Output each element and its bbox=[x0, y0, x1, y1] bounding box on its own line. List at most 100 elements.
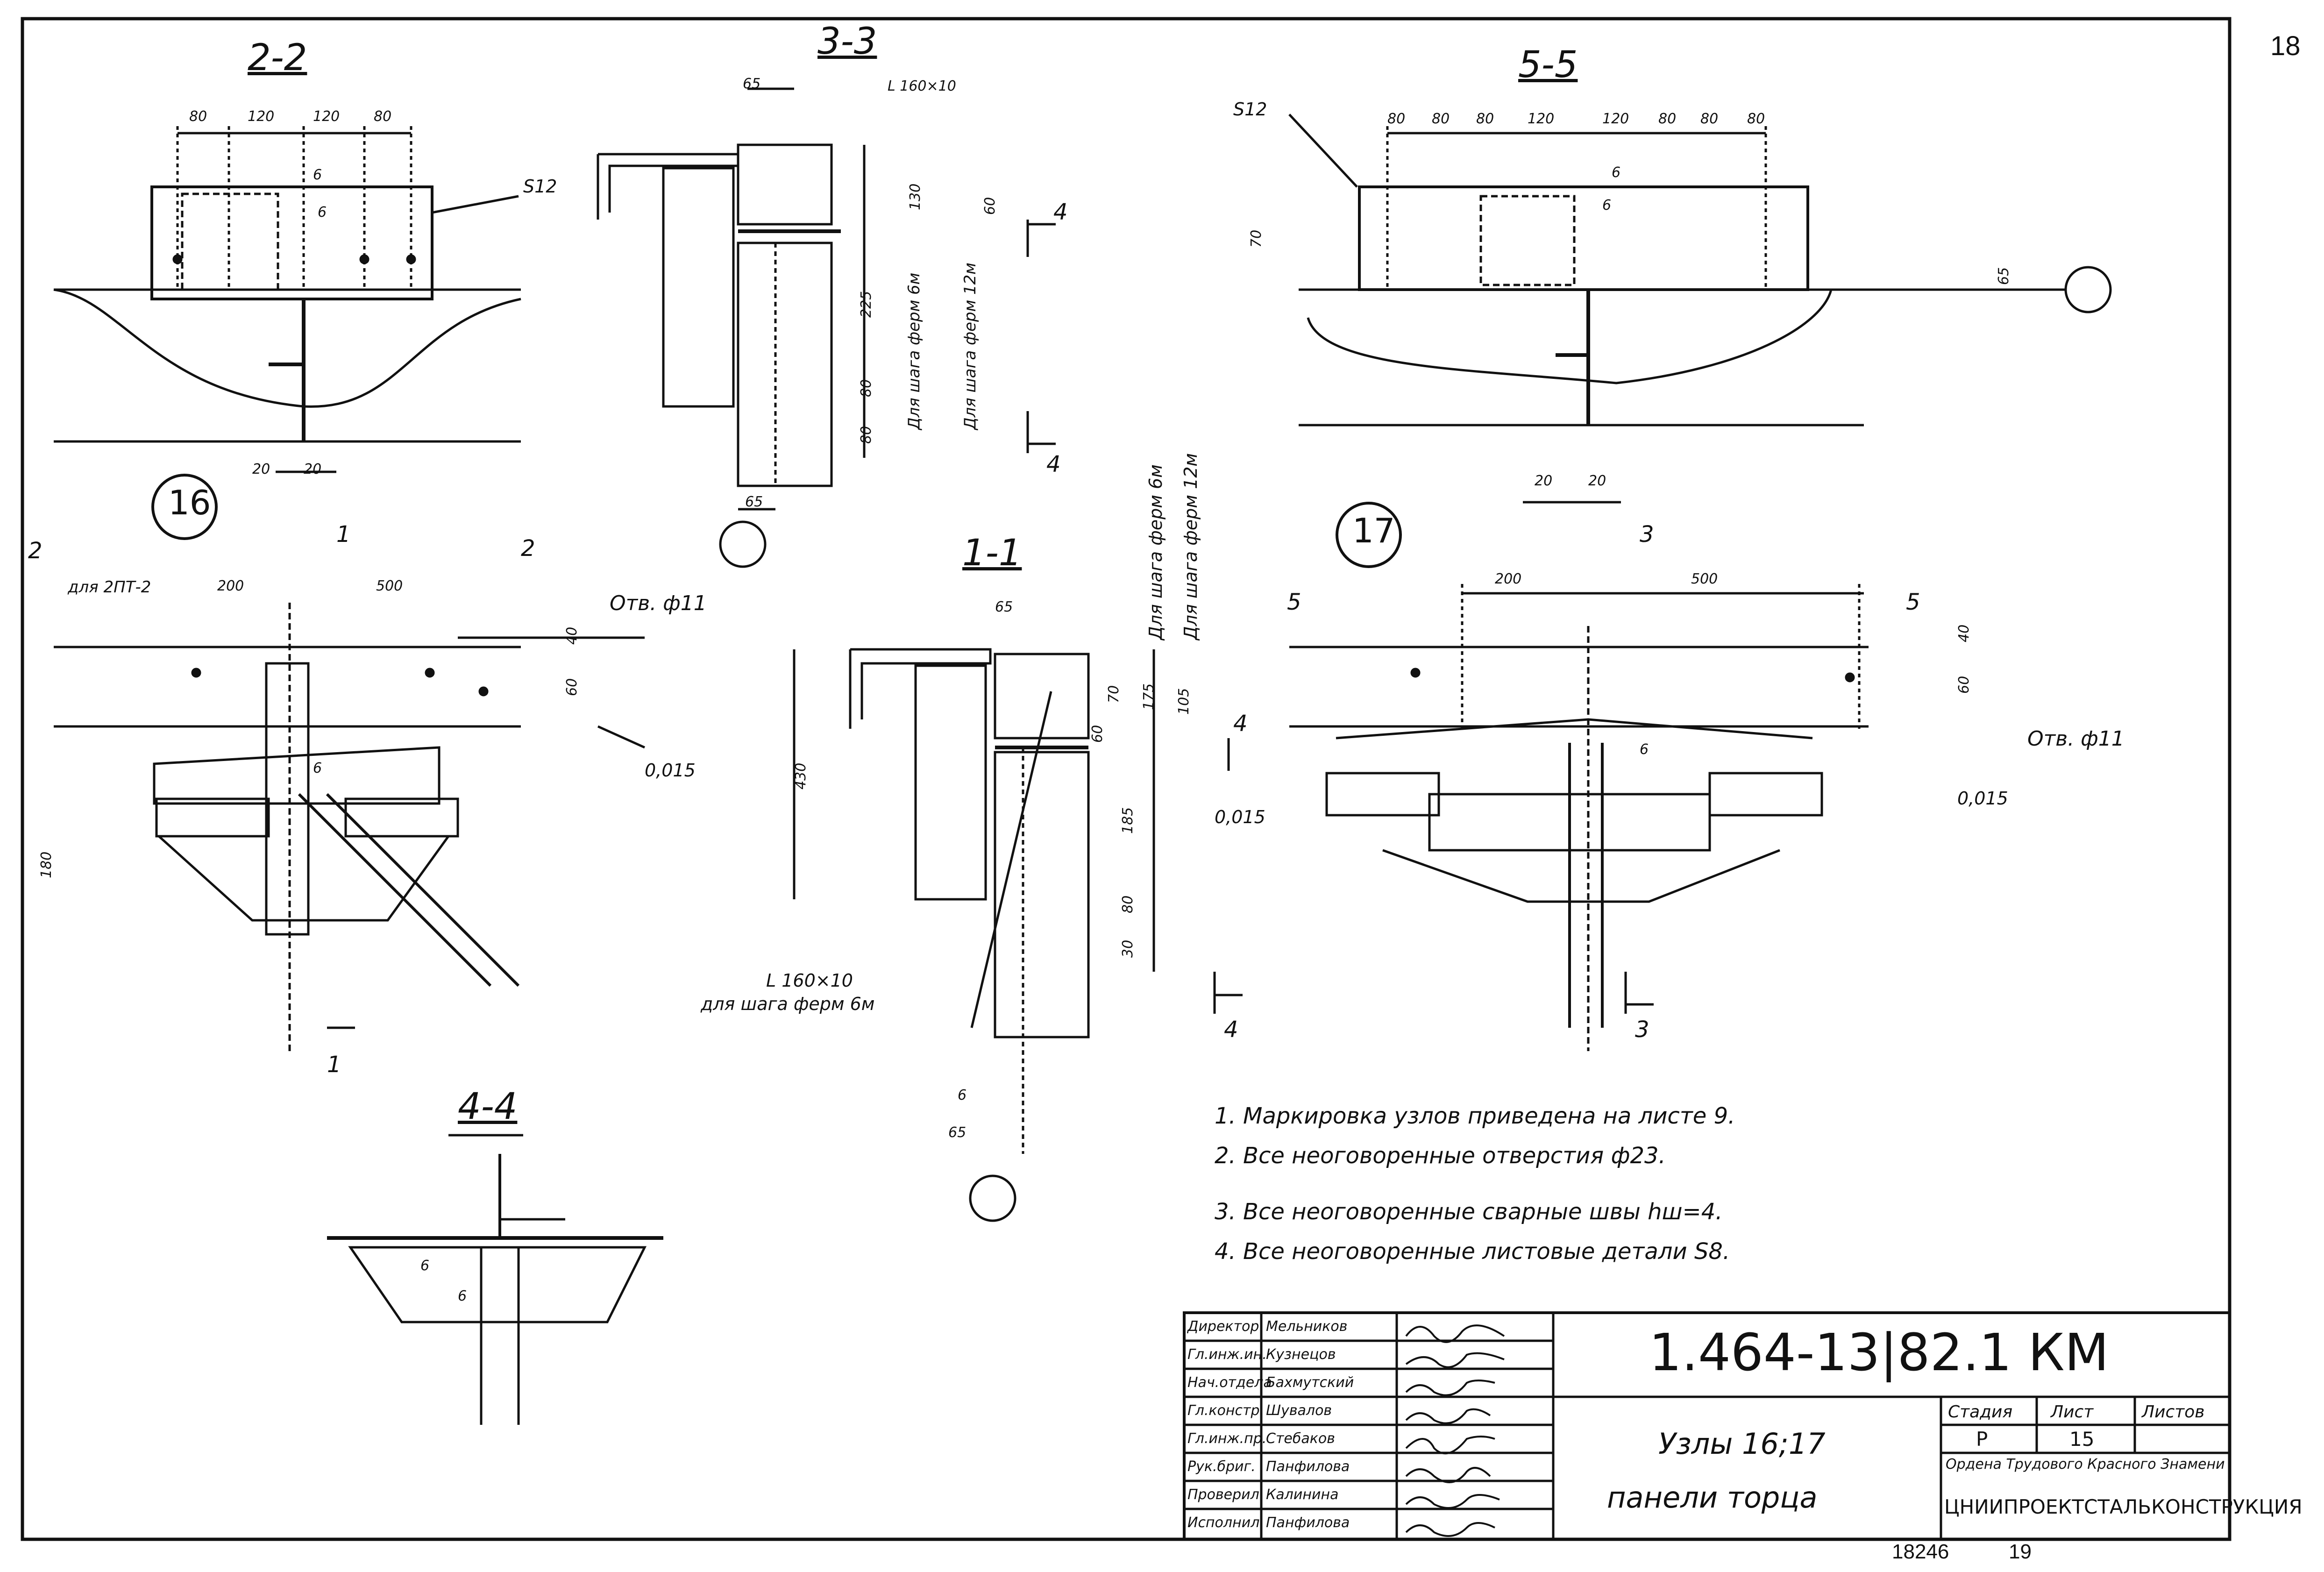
dim-label: 30 bbox=[1120, 939, 1136, 958]
dim-label: 80 bbox=[858, 426, 874, 444]
cut-mark-5: 5 bbox=[1906, 589, 1920, 615]
cut-mark-4: 4 bbox=[1046, 451, 1061, 477]
dim-label: 60 bbox=[1956, 676, 1972, 694]
staff-name: Шувалов bbox=[1266, 1402, 1332, 1419]
dim-label: 70 bbox=[1106, 685, 1122, 703]
truss-step-note: Для шага ферм 12м bbox=[1180, 453, 1201, 640]
cut-mark-3: 3 bbox=[1640, 521, 1654, 548]
staff-name: Кузнецов bbox=[1266, 1346, 1336, 1363]
staff-role: Проверил bbox=[1187, 1487, 1259, 1503]
dim-label: 20 bbox=[252, 461, 270, 477]
general-note: 1. Маркировка узлов приведена на листе 9… bbox=[1215, 1103, 1735, 1129]
footer-page-number: 19 bbox=[2009, 1540, 2032, 1563]
staff-role: Гл.констр. bbox=[1187, 1402, 1265, 1419]
dim-label: 180 bbox=[38, 851, 55, 878]
dim-label: 80 bbox=[1747, 111, 1765, 127]
dim-label: 20 bbox=[1588, 473, 1606, 489]
dim-label: 120 bbox=[248, 108, 275, 125]
plate-label: S12 bbox=[1233, 99, 1267, 120]
slope-label: 0,015 bbox=[645, 760, 696, 781]
dim-label: 60 bbox=[564, 678, 580, 696]
dim-label: 65 bbox=[1996, 267, 2012, 285]
dim-label: 200 bbox=[217, 578, 244, 594]
section-1-1-drawing bbox=[793, 648, 1230, 1222]
dim-label: 500 bbox=[1691, 571, 1718, 587]
dim-label: 70 bbox=[1248, 229, 1265, 248]
stage-header: Стадия bbox=[1948, 1402, 2013, 1422]
hole-label: Отв. ф11 bbox=[2027, 727, 2125, 751]
title-block-frame bbox=[1183, 1311, 2231, 1541]
weld-label: 6 bbox=[1602, 197, 1612, 213]
sheets-header: Листов bbox=[2142, 1402, 2205, 1422]
dim-label: 80 bbox=[189, 108, 207, 125]
sheet-title-line-2: панели торца bbox=[1607, 1480, 1818, 1515]
node-17-drawing bbox=[1213, 502, 1869, 1051]
plate-label: S12 bbox=[523, 176, 557, 197]
dim-label: 225 bbox=[858, 291, 874, 318]
dim-label: 40 bbox=[1956, 624, 1972, 642]
dim-label: 120 bbox=[1528, 111, 1555, 127]
weld-label: 6 bbox=[313, 167, 322, 183]
stage-value: Р bbox=[1976, 1428, 1988, 1451]
weld-label: 6 bbox=[1640, 741, 1649, 758]
dim-label: 65 bbox=[743, 76, 761, 92]
cut-mark-5: 5 bbox=[1287, 589, 1301, 615]
weld-label: 6 bbox=[420, 1258, 430, 1274]
dim-label: 500 bbox=[376, 578, 403, 594]
staff-name: Калинина bbox=[1266, 1487, 1339, 1503]
node-16-label: 16 bbox=[168, 483, 211, 522]
staff-role: Гл.инж.ин. bbox=[1187, 1346, 1267, 1363]
dim-label: 105 bbox=[1176, 688, 1192, 715]
dim-label: 80 bbox=[1700, 111, 1719, 127]
hole-label: Отв. ф11 bbox=[610, 591, 707, 615]
truss-step-note: Для шага ферм 12м bbox=[961, 263, 980, 430]
section-4-4-drawing bbox=[327, 1134, 663, 1425]
slope-label: 0,015 bbox=[1957, 788, 2008, 809]
slope-label: 0,015 bbox=[1215, 807, 1265, 827]
general-note: 2. Все неоговоренные отверстия ф23. bbox=[1215, 1143, 1666, 1169]
truss-step-note: Для шага ферм 6м bbox=[905, 272, 924, 430]
node-16-drawing bbox=[54, 474, 646, 1051]
drawing-code: 1.464-13|82.1 КМ bbox=[1649, 1323, 2109, 1382]
section-3-3-title: 3-3 bbox=[817, 21, 877, 63]
staff-name: Панфилова bbox=[1266, 1515, 1350, 1531]
section-1-1-title: 1-1 bbox=[962, 532, 1022, 574]
archive-number: 18246 bbox=[1892, 1540, 1949, 1563]
cut-mark-4: 4 bbox=[1233, 711, 1248, 737]
dim-label: 80 bbox=[1387, 111, 1406, 127]
general-note: 4. Все неоговоренные листовые детали S8. bbox=[1215, 1238, 1730, 1265]
cut-mark-4: 4 bbox=[1224, 1017, 1238, 1043]
staff-role: Директор bbox=[1187, 1318, 1259, 1335]
dim-label: 65 bbox=[745, 494, 763, 510]
page-number: 18 bbox=[2270, 31, 2301, 61]
sheet-header: Лист bbox=[2051, 1402, 2094, 1422]
staff-name: Мельников bbox=[1266, 1318, 1348, 1335]
dim-label: 65 bbox=[995, 599, 1013, 615]
dim-label: 20 bbox=[1535, 473, 1553, 489]
dim-label: 120 bbox=[313, 108, 340, 125]
dim-label: 185 bbox=[1120, 807, 1136, 834]
cut-mark-1: 1 bbox=[327, 1052, 341, 1078]
dim-label: 40 bbox=[564, 626, 580, 645]
dim-label: 6 bbox=[958, 1087, 967, 1103]
staff-role: Исполнил bbox=[1187, 1515, 1260, 1531]
section-5-5-drawing bbox=[1288, 114, 2112, 504]
staff-role: Гл.инж.пр. bbox=[1187, 1430, 1267, 1447]
sheet-frame bbox=[21, 17, 2232, 1541]
dim-label: 80 bbox=[1476, 111, 1494, 127]
section-5-5-title: 5-5 bbox=[1518, 44, 1578, 86]
staff-role: Нач.отдела bbox=[1187, 1374, 1272, 1391]
cut-mark-4: 4 bbox=[1053, 199, 1068, 225]
organization-line-2: ЦНИИПРОЕКТСТАЛЬКОНСТРУКЦИЯ bbox=[1944, 1495, 2303, 1518]
dim-label: 80 bbox=[1120, 895, 1136, 913]
dim-label: 65 bbox=[948, 1124, 967, 1141]
staff-name: Бахмутский bbox=[1266, 1374, 1354, 1391]
organization-line-1: Ордена Трудового Красного Знамени bbox=[1946, 1456, 2225, 1472]
weld-label: 6 bbox=[313, 760, 322, 776]
weld-label: 6 bbox=[458, 1288, 467, 1304]
angle-label: L 160×10 bbox=[766, 970, 853, 991]
signatures bbox=[1405, 1324, 1505, 1537]
truss-step-note: Для шага ферм 6м bbox=[1145, 464, 1166, 640]
dim-label: 120 bbox=[1602, 111, 1629, 127]
